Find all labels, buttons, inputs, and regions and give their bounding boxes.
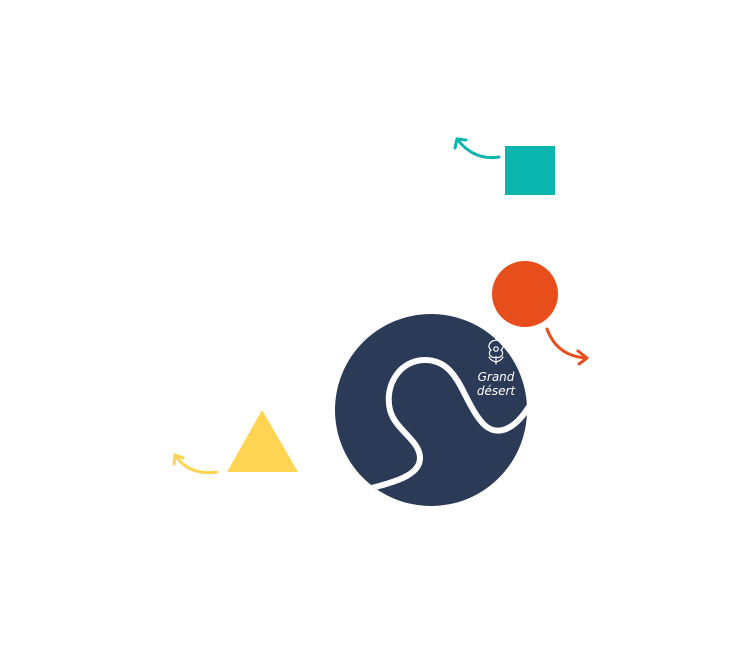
planet-river [337, 356, 527, 499]
teal-curved-arrow [453, 137, 501, 160]
orange-curved-arrow [545, 327, 589, 366]
yellow-triangle-group [172, 410, 298, 475]
teal-square [505, 146, 555, 195]
yellow-curved-arrow [172, 453, 219, 475]
yellow-triangle [227, 410, 298, 472]
flower-icon [488, 339, 504, 365]
orange-circle-group [492, 261, 589, 366]
place-label-line2: désert [477, 384, 517, 398]
teal-square-group [453, 137, 555, 195]
place-label-line1: Grand [478, 370, 515, 384]
planet-group: Grand désert [335, 314, 527, 506]
planet-disc [335, 314, 527, 506]
orange-circle [492, 261, 558, 327]
